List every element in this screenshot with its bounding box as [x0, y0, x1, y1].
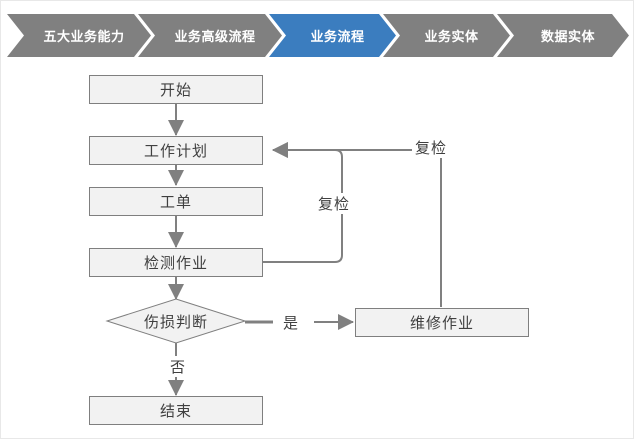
breadcrumb-item-0-label: 五大业务能力	[43, 29, 125, 44]
breadcrumb: 五大业务能力 业务高级流程 业务流程 业务实体 数据实体	[1, 14, 634, 57]
connector-repair-workplan-recheck	[272, 142, 442, 307]
node-repair[interactable]: 维修作业	[355, 308, 529, 337]
node-workplan[interactable]: 工作计划	[89, 136, 263, 165]
edge-label-recheck-outer: 复检	[412, 137, 451, 158]
node-end[interactable]: 结束	[89, 396, 263, 425]
breadcrumb-item-4-label: 数据实体	[540, 29, 595, 44]
breadcrumb-item-4[interactable]: 数据实体	[497, 14, 629, 57]
breadcrumb-item-2[interactable]: 业务流程	[269, 14, 396, 57]
node-end-label: 结束	[159, 403, 192, 420]
edge-label-recheck-inner: 复检	[315, 193, 354, 214]
breadcrumb-item-1[interactable]: 业务高级流程	[138, 14, 282, 57]
node-decision[interactable]: 伤损判断	[107, 299, 245, 343]
edge-label-no: 否	[167, 356, 190, 377]
edge-label-yes: 是	[280, 312, 303, 333]
node-inspect-label: 检测作业	[143, 255, 208, 272]
node-repair-label: 维修作业	[409, 315, 474, 332]
decision-diamond-shape	[105, 298, 247, 344]
node-workplan-label: 工作计划	[143, 143, 208, 160]
breadcrumb-item-1-label: 业务高级流程	[174, 29, 256, 44]
node-workorder[interactable]: 工单	[89, 187, 263, 216]
node-decision-label: 伤损判断	[143, 313, 208, 331]
edge-label-recheck-inner-text: 复检	[318, 196, 351, 213]
edge-label-yes-text: 是	[283, 315, 300, 332]
node-workorder-label: 工单	[159, 194, 192, 211]
breadcrumb-item-3-label: 业务实体	[424, 29, 479, 44]
edge-label-recheck-outer-text: 复检	[415, 140, 448, 157]
node-start-label: 开始	[159, 82, 192, 99]
breadcrumb-item-2-label: 业务流程	[310, 29, 365, 44]
breadcrumb-item-3[interactable]: 业务实体	[383, 14, 510, 57]
edge-label-no-text: 否	[170, 359, 187, 376]
flowchart: 开始 工作计划 工单 检测作业 伤损判断 维修作业 结束 是 否 复检	[1, 59, 634, 440]
node-inspect[interactable]: 检测作业	[89, 248, 263, 277]
node-start[interactable]: 开始	[89, 75, 263, 104]
breadcrumb-item-0[interactable]: 五大业务能力	[7, 14, 151, 57]
